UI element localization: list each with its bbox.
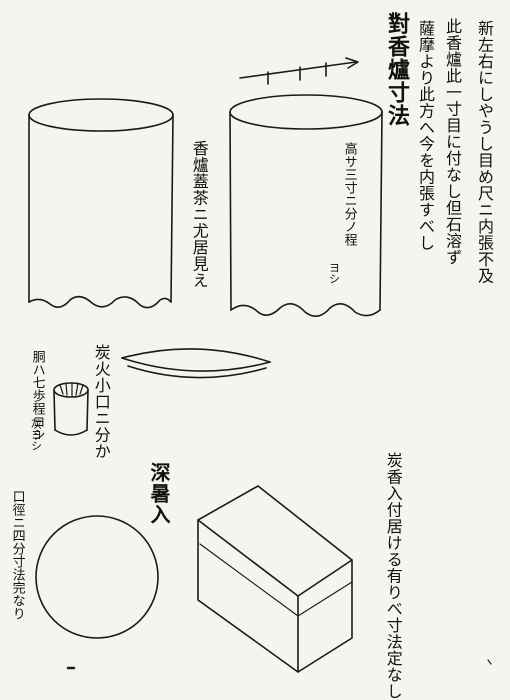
label-left-vessel: 香爐蓋茶ニ尤居見え <box>189 140 209 289</box>
header-line-2: 此香爐此一寸目に付なし但石溶ず <box>443 18 462 266</box>
circle-drawing <box>35 515 159 639</box>
label-right-vessel-note: ヨシ <box>327 262 341 284</box>
label-box-note: 炭香入付居ける有りべ寸法定なし <box>383 452 403 700</box>
header-line-1: 薩摩より此方へ今を内張すべし <box>416 20 435 251</box>
label-right-vessel: 高サ三寸ニ分ノ程 <box>341 142 357 246</box>
label-circle: 口徑ニ四分寸法完なり <box>9 490 25 620</box>
header-line-3: 新左右にしやうし目め尺ニ内張不及 <box>475 20 494 284</box>
label-lid: 炭火小口ニ分か <box>91 344 111 460</box>
vessel-left-drawing <box>28 98 174 309</box>
small-cup-drawing <box>53 382 89 436</box>
label-small-cup: 胴ハ七歩程ヨシ <box>29 350 45 441</box>
page-title: 對香爐寸法 <box>384 12 410 127</box>
label-small-cup-note: 灰ヨシ <box>29 418 43 451</box>
drawing-canvas <box>28 57 492 673</box>
manuscript-page: 對香爐寸法 薩摩より此方へ今を内張すべし 此香爐此一寸目に付なし但石溶ず 新左右… <box>9 12 494 700</box>
vessel-right-drawing <box>229 94 383 317</box>
measure-arrow-ruler <box>239 57 359 85</box>
label-box: 深暑入 <box>147 462 171 525</box>
box-drawing <box>197 485 353 673</box>
lid-drawing <box>121 348 271 379</box>
